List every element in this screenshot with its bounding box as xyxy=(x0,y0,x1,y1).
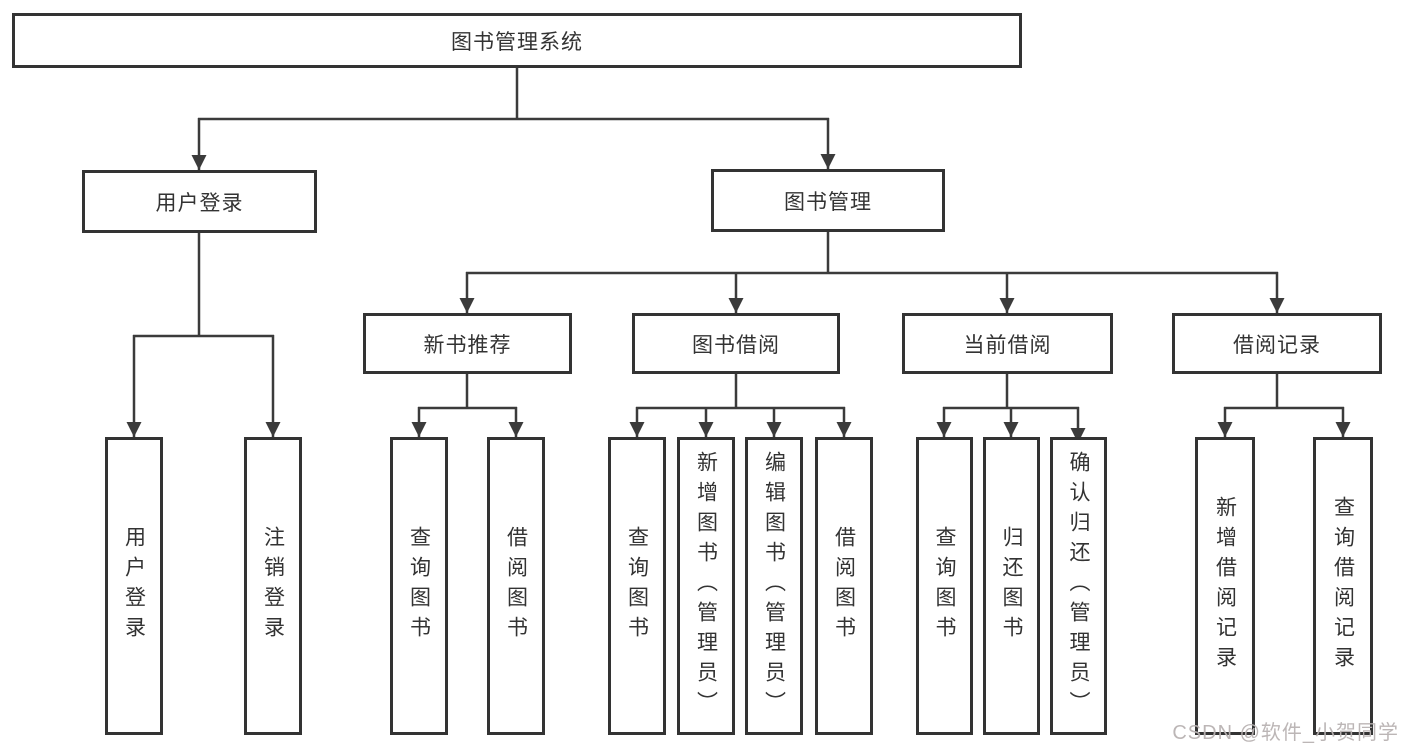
leaf-query-books-label: 查询图书 xyxy=(933,526,956,646)
leaf-confirm-return-admin-label: 确认归还（管理员） xyxy=(1067,451,1090,721)
leaf-query-books: 查询图书 xyxy=(390,437,448,735)
leaf-user-login-label: 用户登录 xyxy=(122,526,146,646)
leaf-logout-label: 注销登录 xyxy=(261,526,285,646)
node-borrow-records: 借阅记录 xyxy=(1172,313,1382,374)
leaf-edit-book-admin: 编辑图书（管理员） xyxy=(745,437,803,735)
leaf-query-books: 查询图书 xyxy=(916,437,973,735)
leaf-borrow-books-label: 借阅图书 xyxy=(832,526,856,646)
leaf-add-borrow-record: 新增借阅记录 xyxy=(1195,437,1255,735)
leaf-add-borrow-record-label: 新增借阅记录 xyxy=(1213,496,1237,676)
node-new-book-recommend: 新书推荐 xyxy=(363,313,572,374)
leaf-borrow-books: 借阅图书 xyxy=(487,437,545,735)
node-book-borrowing: 图书借阅 xyxy=(632,313,840,374)
leaf-query-books-label: 查询图书 xyxy=(407,526,431,646)
leaf-edit-book-admin-label: 编辑图书（管理员） xyxy=(762,451,786,721)
leaf-confirm-return-admin: 确认归还（管理员） xyxy=(1050,437,1107,735)
leaf-borrow-books-label: 借阅图书 xyxy=(504,526,528,646)
leaf-return-book-label: 归还图书 xyxy=(1000,526,1023,646)
leaf-query-books: 查询图书 xyxy=(608,437,666,735)
leaf-add-book-admin: 新增图书（管理员） xyxy=(677,437,735,735)
leaf-borrow-books: 借阅图书 xyxy=(815,437,873,735)
leaf-return-book: 归还图书 xyxy=(983,437,1040,735)
leaf-query-borrow-record: 查询借阅记录 xyxy=(1313,437,1373,735)
leaf-logout: 注销登录 xyxy=(244,437,302,735)
node-user-login: 用户登录 xyxy=(82,170,317,233)
leaf-add-book-admin-label: 新增图书（管理员） xyxy=(694,451,718,721)
leaf-query-books-label: 查询图书 xyxy=(625,526,649,646)
leaf-user-login: 用户登录 xyxy=(105,437,163,735)
node-root-system: 图书管理系统 xyxy=(12,13,1022,68)
leaf-query-borrow-record-label: 查询借阅记录 xyxy=(1331,496,1355,676)
node-book-management: 图书管理 xyxy=(711,169,945,232)
csdn-watermark: CSDN @软件_小贺同学 xyxy=(1172,722,1399,744)
node-current-borrowing: 当前借阅 xyxy=(902,313,1113,374)
